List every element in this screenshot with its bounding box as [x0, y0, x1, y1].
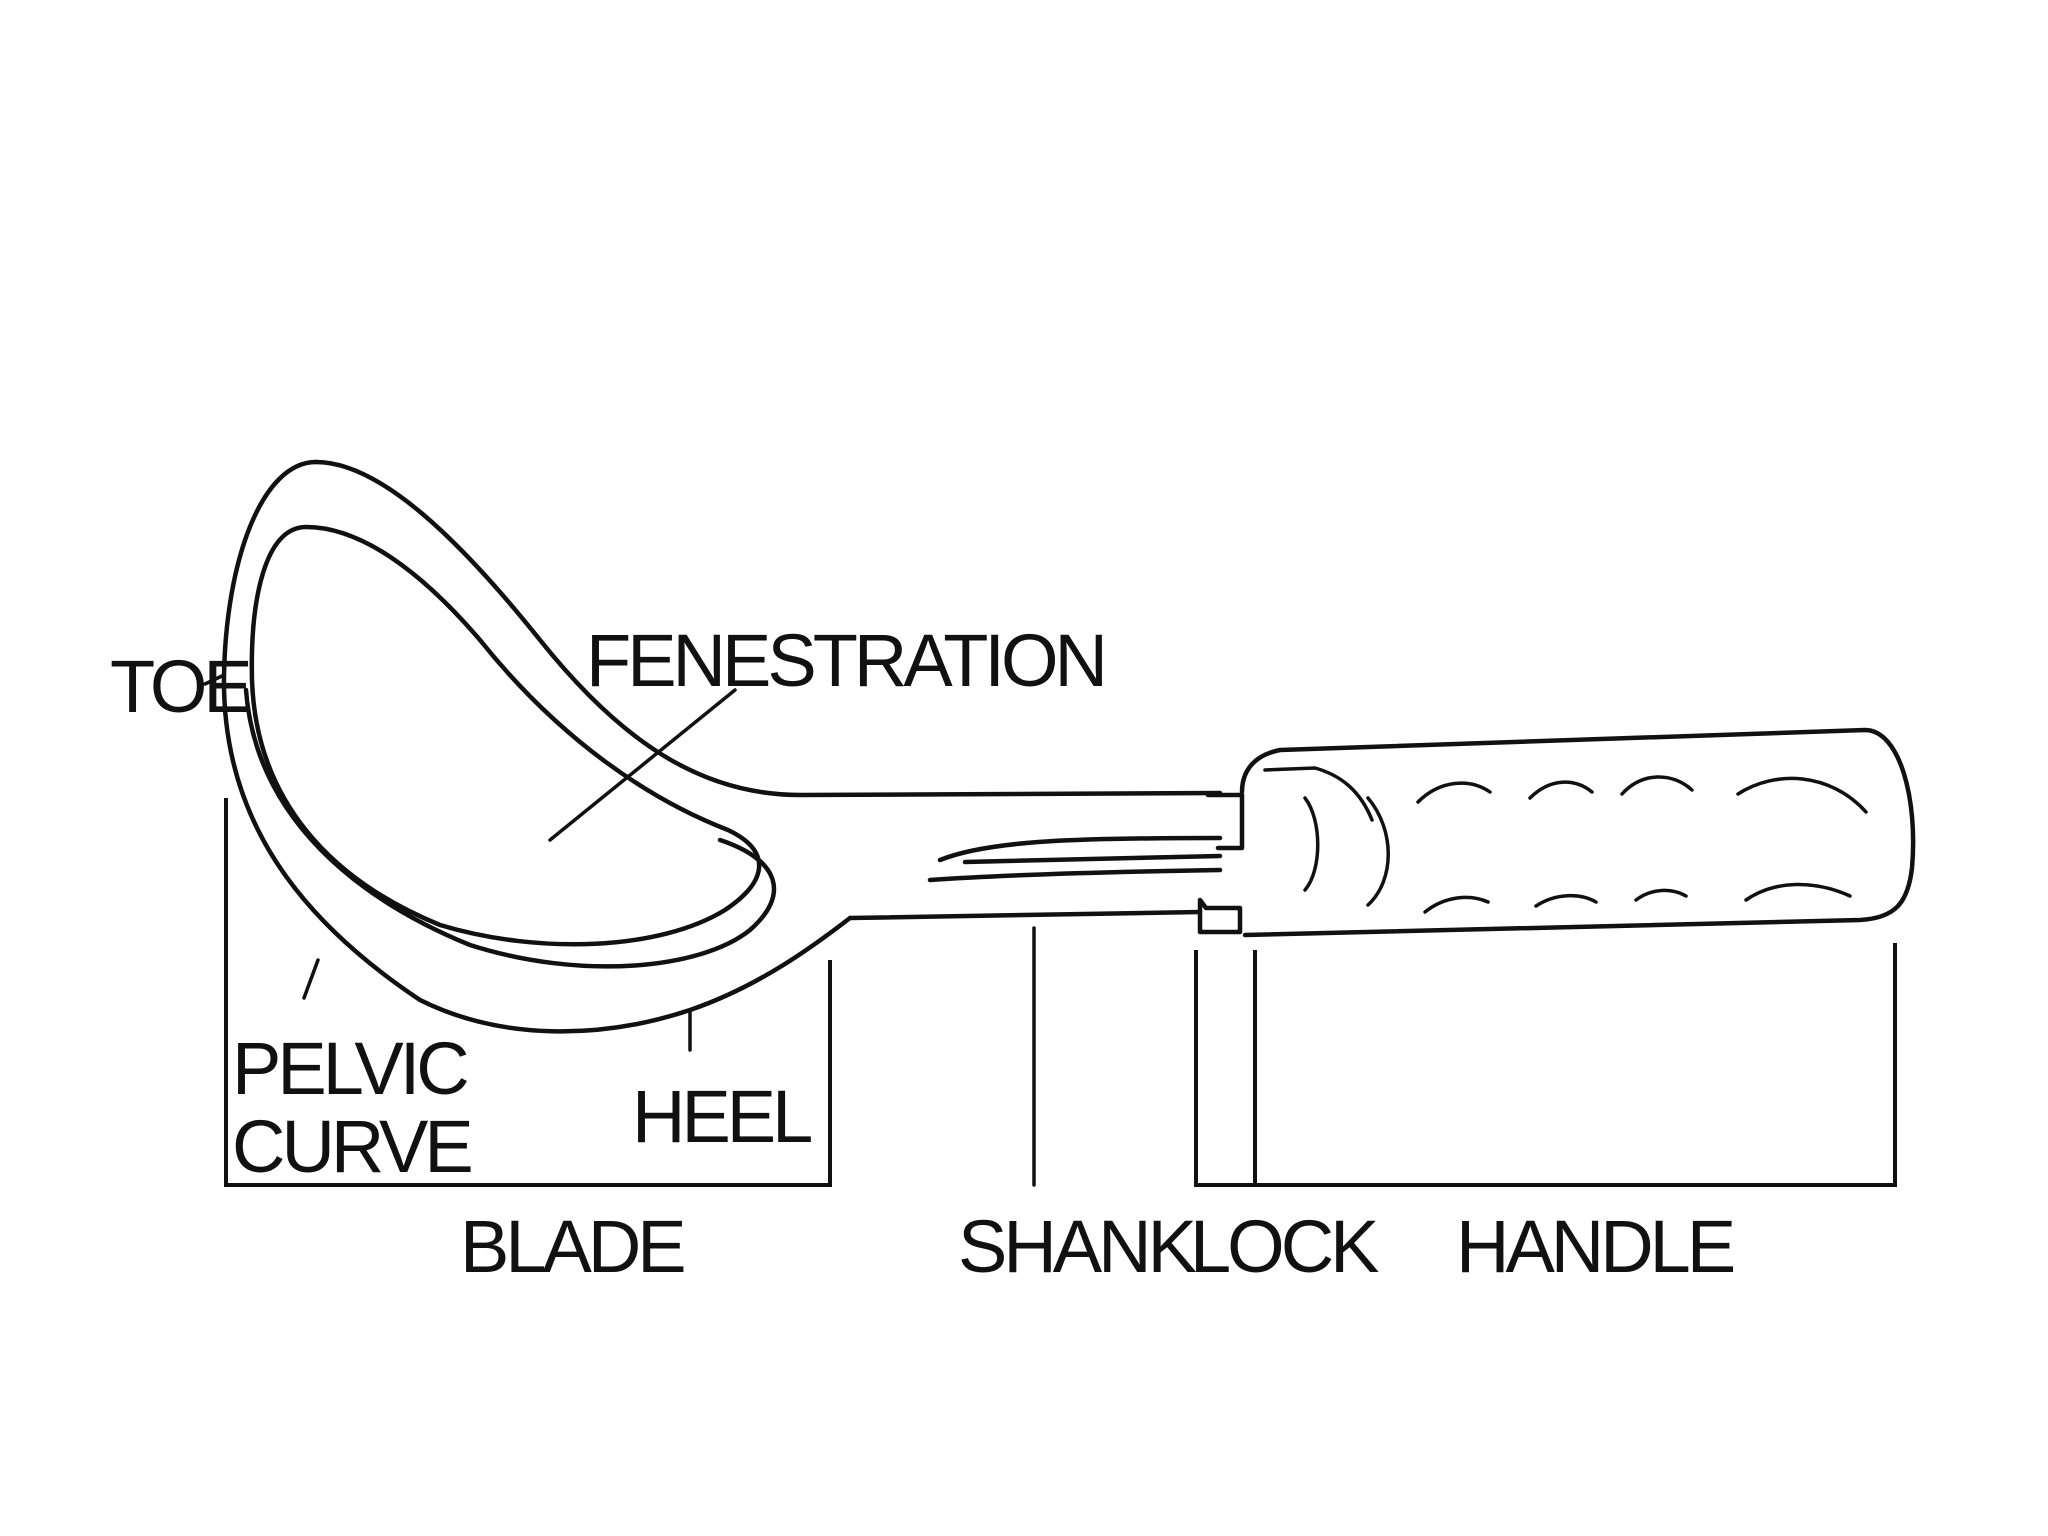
lock-bracket — [1194, 950, 1257, 1187]
grip-ridge-10 — [1744, 882, 1852, 902]
label-heel: HEEL — [632, 1075, 811, 1158]
shank-drawing — [927, 835, 1223, 883]
leader-lines — [203, 674, 1036, 1187]
shank-slot-lower — [927, 867, 1223, 883]
fenestration-outline — [249, 524, 762, 947]
handle-outline — [1239, 727, 1916, 938]
grip-ridge-9 — [1634, 888, 1688, 902]
grip-ridge-7 — [1423, 895, 1490, 914]
label-handle: HANDLE — [1456, 1205, 1734, 1288]
shank-upper-bar — [937, 835, 1223, 863]
grip-ridge-4 — [1528, 780, 1594, 800]
blade-rim-line — [243, 687, 777, 969]
pelvic-curve-leader — [302, 958, 320, 1000]
grip-ridge-6 — [1736, 776, 1868, 814]
handle-inner-top — [1263, 766, 1374, 822]
grip-ridge-2 — [1366, 796, 1390, 907]
label-blade: BLADE — [460, 1205, 684, 1288]
grip-ridge-5 — [1620, 775, 1694, 796]
heel-edge — [847, 909, 1203, 921]
label-lock: LOCK — [1190, 1205, 1379, 1288]
label-fenestration: FENESTRATION — [586, 619, 1104, 702]
shank-lower-bar — [962, 853, 1223, 865]
label-curve: CURVE — [232, 1105, 471, 1188]
label-pelvic: PELVIC — [232, 1027, 467, 1110]
lock-upper-block — [1205, 792, 1245, 851]
handle-bracket — [1253, 943, 1897, 1187]
lock-lower-block — [1197, 897, 1243, 935]
blade-outer-contour — [221, 459, 853, 1034]
grip-ridge-1 — [1303, 796, 1320, 892]
fenestration-leader — [548, 688, 737, 842]
labels: TOE FENESTRATION PELVIC CURVE HEEL BLADE… — [110, 619, 1738, 1288]
grip-ridge-3 — [1416, 781, 1492, 804]
brackets — [224, 798, 1897, 1187]
lock-drawing — [1197, 792, 1245, 935]
label-shank: SHANK — [958, 1205, 1197, 1288]
blade-bracket — [224, 798, 832, 1187]
label-toe: TOE — [110, 645, 250, 728]
grip-ridge-8 — [1534, 893, 1598, 908]
toe-leader — [203, 674, 224, 686]
blade-upper-edge — [313, 459, 1223, 798]
blade-drawing — [221, 459, 1223, 1034]
handle-drawing — [1239, 727, 1916, 938]
